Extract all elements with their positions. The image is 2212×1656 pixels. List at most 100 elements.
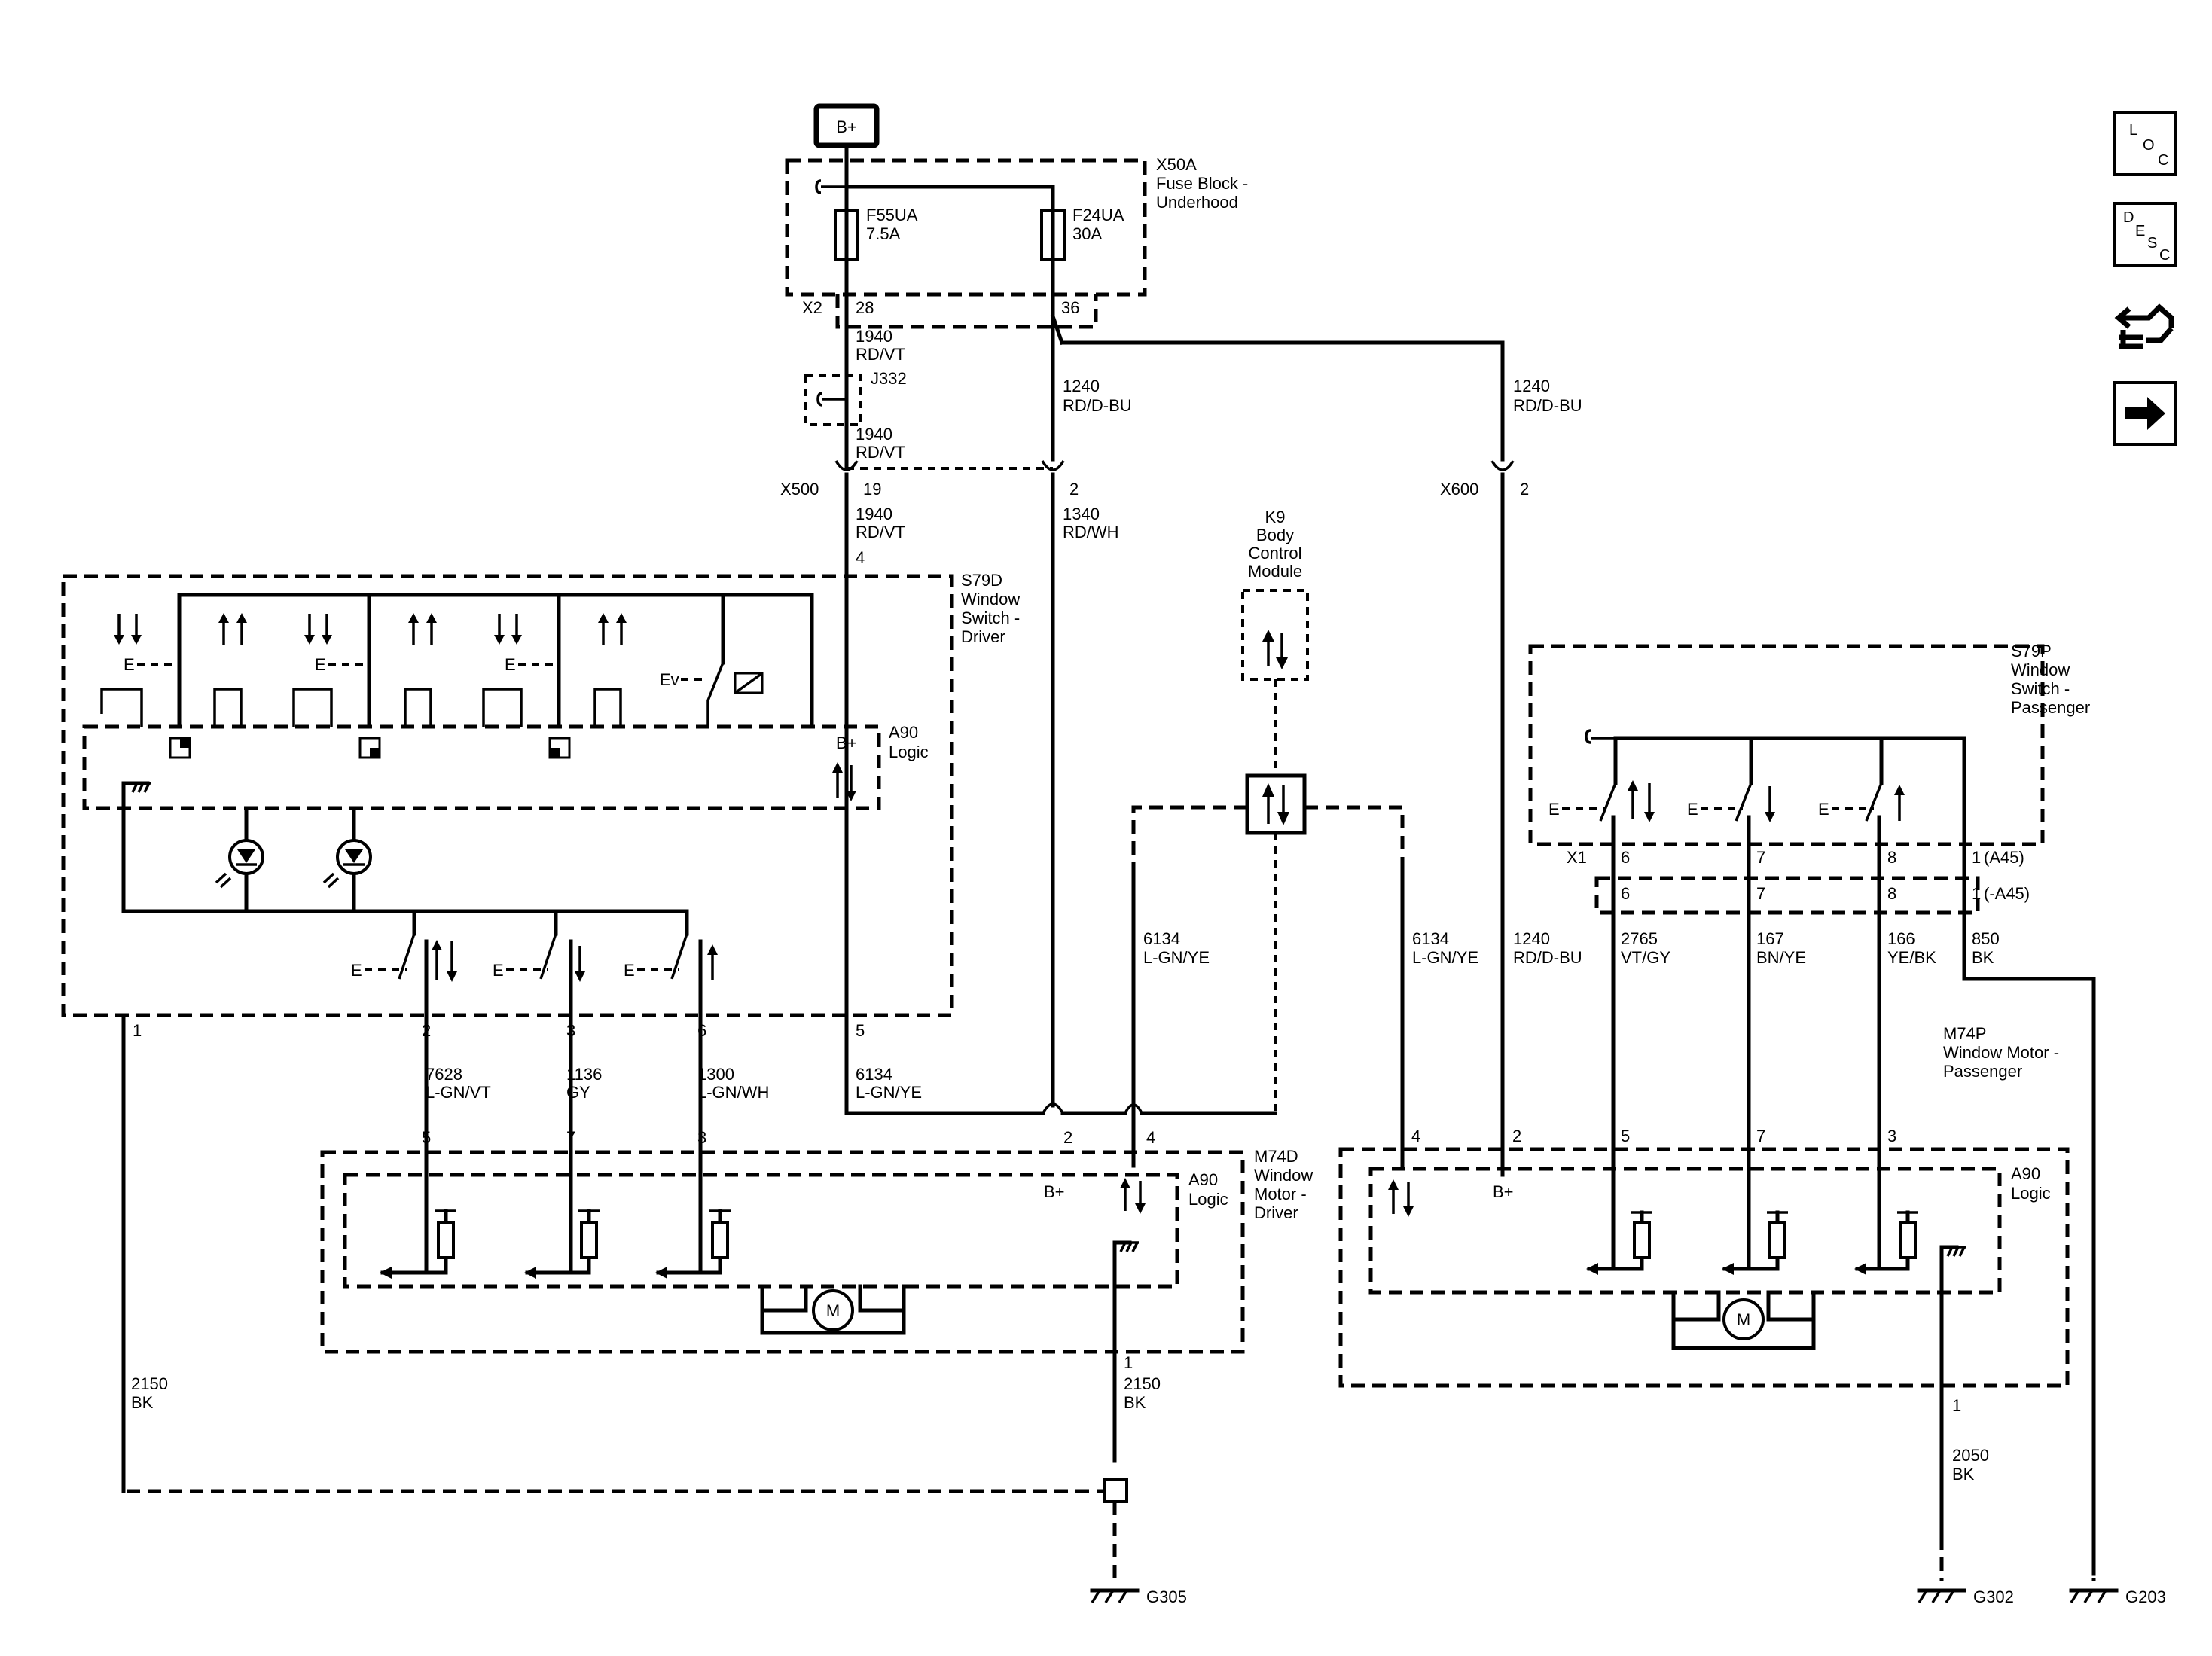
driver-motor-pin-7: 7	[566, 1128, 575, 1147]
down-arrow-icon	[575, 946, 585, 982]
loc-letter-l: L	[2129, 122, 2138, 139]
bcm-name-3: Module	[1248, 562, 1302, 581]
actuator-e-8: E	[1687, 800, 1698, 819]
driver-switch-logic-id: A90	[889, 723, 918, 742]
wire-2050-circuit: 2050	[1952, 1446, 1989, 1465]
input-pullup-icon	[358, 737, 381, 759]
connector-x1b-pin-1: 1	[1972, 884, 1981, 903]
connector-x500-id: X500	[780, 480, 819, 499]
connector-x1b-pin-6: 6	[1621, 884, 1630, 903]
wire-1136-circuit: 1136	[566, 1065, 602, 1084]
motor-icon	[1722, 1298, 1765, 1340]
driver-window-motor-m74d: M74D Window Motor - Driver A90 Logic B+ …	[320, 1128, 1313, 1463]
desc-letter-c: C	[2159, 247, 2171, 264]
splice-j332: J332	[804, 369, 907, 426]
connector-x1-pin-7: 7	[1756, 848, 1765, 867]
wire-2765-circuit: 2765	[1621, 929, 1658, 948]
service-link-button[interactable]	[2113, 295, 2177, 360]
driver-motor-logic-id: A90	[1188, 1170, 1218, 1189]
data-arrows-icon	[1388, 1179, 1414, 1217]
fuse-block-x50a: X50A Fuse Block - Underhood F55UA 7.5A F…	[785, 143, 1248, 469]
connector-x500-pin-a: 19	[863, 480, 881, 499]
connector-x1-option-not-a45: (-A45)	[1984, 884, 2030, 903]
pullup-resistor	[1586, 1210, 1652, 1275]
wire-2150-circuit-b: 2150	[131, 1374, 168, 1393]
wire-1240-color-b: RD/D-BU	[1513, 396, 1582, 415]
wire-6134-circuit-a: 6134	[1143, 929, 1180, 948]
wire-6134-color-c: L-GN/YE	[856, 1083, 922, 1102]
passenger-switch-id: S79P	[2011, 642, 2052, 660]
up-down-arrows-icon	[1628, 780, 1655, 822]
actuator-e-9: E	[1818, 800, 1829, 819]
loc-letter-o: O	[2143, 137, 2155, 154]
pullup-resistor	[524, 1209, 600, 1279]
actuator-e-3: E	[505, 655, 516, 674]
driver-switch-logic-label: Logic	[889, 743, 929, 761]
window-down-arrows-icon	[304, 614, 332, 645]
connector-x500-pin-b: 2	[1069, 480, 1079, 499]
wire-7628-color: L-GN/VT	[426, 1083, 491, 1102]
wire-1940-color-b: RD/VT	[856, 443, 905, 462]
ground-g302-label: G302	[1973, 1587, 2014, 1606]
fuse-f24ua-rating: 30A	[1072, 224, 1102, 243]
next-page-button[interactable]	[2113, 381, 2177, 446]
ground-g203-icon	[2069, 1588, 2119, 1603]
input-pullup-icon	[548, 737, 571, 759]
window-down-arrows-icon	[114, 614, 142, 645]
connector-x2: X2 28 36	[802, 294, 1098, 329]
up-down-arrows-icon	[432, 940, 457, 982]
wire-1240-circuit-b: 1240	[1513, 377, 1550, 395]
connector-x1-pin-8: 8	[1887, 848, 1896, 867]
wire-166-circuit: 166	[1887, 929, 1915, 948]
passenger-switch-name-2: Switch -	[2011, 679, 2070, 698]
fuse-block-name-1: Fuse Block -	[1156, 174, 1248, 193]
driver-motor-name-1: Window	[1254, 1166, 1313, 1185]
pullup-resistor	[1722, 1210, 1788, 1275]
battery-positive-source: B+	[813, 103, 880, 148]
wire-1940-circuit-a: 1940	[856, 327, 892, 346]
driver-switch-id: S79D	[961, 571, 1002, 590]
driver-window-switch-s79d: S79D Window Switch - Driver E E E Ev	[61, 548, 1020, 1040]
window-up-arrows-icon	[598, 613, 627, 645]
passenger-switch-name-3: Passenger	[2011, 698, 2090, 717]
driver-switch-name-1: Window	[961, 590, 1020, 608]
connector-x1-option-a45: (A45)	[1984, 848, 2024, 867]
splice-j332-id: J332	[871, 369, 907, 388]
wire-1240-color-c: RD/D-BU	[1513, 948, 1582, 967]
connector-x1-pin-1: 1	[1972, 848, 1981, 867]
driver-switch-pin-4: 4	[856, 548, 865, 567]
input-pullup-icon	[169, 737, 191, 759]
wire-1940-circuit-c: 1940	[856, 505, 892, 523]
passenger-window-switch-s79p: S79P Window Switch - Passenger E E E	[1528, 642, 2090, 981]
driver-motor-pin-5: 5	[422, 1128, 431, 1147]
wire-166-color: YE/BK	[1887, 948, 1936, 967]
passenger-motor-logic-label: Logic	[2011, 1184, 2051, 1203]
driver-motor-bplus: B+	[1044, 1182, 1065, 1201]
wire-2150-circuit-a: 2150	[1124, 1374, 1161, 1393]
body-control-module-k9: K9 Body Control Module	[1131, 508, 1405, 1111]
location-view-button[interactable]: L O C	[2113, 111, 2177, 176]
window-up-arrows-icon	[218, 613, 247, 645]
up-arrow-icon	[707, 944, 718, 980]
ground-splice-pack	[1103, 1478, 1128, 1503]
description-view-button[interactable]: D E S C	[2113, 202, 2177, 267]
wire-850-color: BK	[1972, 948, 1994, 967]
wire-1240-circuit-a: 1240	[1063, 377, 1100, 395]
ground-g305-icon	[1090, 1588, 1140, 1603]
passenger-motor-bplus: B+	[1493, 1182, 1514, 1201]
fuse-block-id: X50A	[1156, 155, 1197, 174]
connector-x2-id: X2	[802, 298, 822, 317]
fuse-block-name-2: Underhood	[1156, 193, 1238, 212]
wire-1340-circuit: 1340	[1063, 505, 1100, 523]
passenger-motor-pin-4: 4	[1411, 1127, 1420, 1145]
down-arrow-icon	[1765, 786, 1775, 822]
passenger-window-motor-m74p: M74P Window Motor - Passenger A90 Logic …	[1338, 1024, 2070, 1415]
service-link-icon	[2114, 303, 2174, 349]
bcm-name-2: Control	[1249, 544, 1302, 563]
connector-x600-pin: 2	[1520, 480, 1529, 499]
wire-1136-color: GY	[566, 1083, 590, 1102]
chassis-ground-icon	[1119, 1241, 1139, 1252]
driver-switch-pin-5: 5	[856, 1021, 865, 1040]
bcm-data-arrows-icon	[1262, 630, 1288, 669]
